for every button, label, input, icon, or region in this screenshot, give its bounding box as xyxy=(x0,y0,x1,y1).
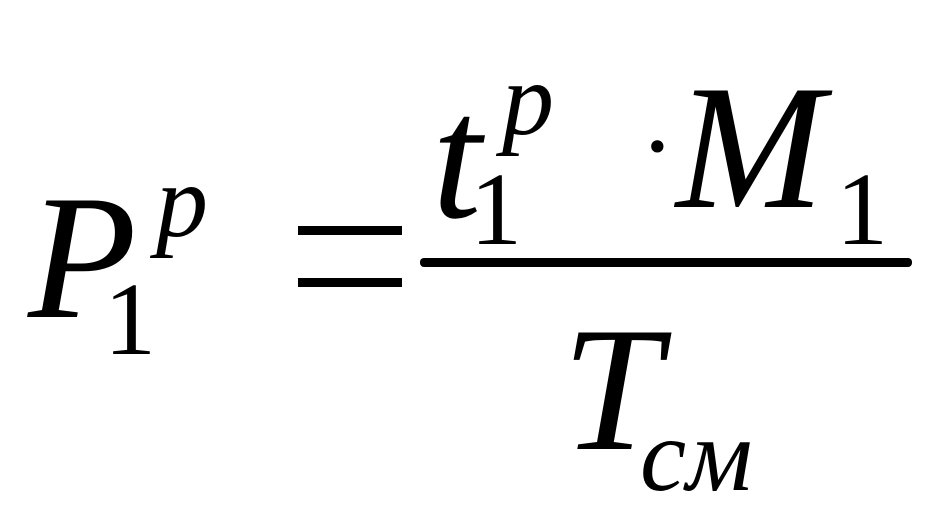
numerator-t-superscript: p xyxy=(502,42,554,157)
numerator-m-symbol: M xyxy=(676,48,825,246)
multiplication-dot: · xyxy=(640,89,675,204)
lhs-subscript: 1 xyxy=(104,262,156,377)
denominator-t-symbol: T xyxy=(562,290,661,488)
denominator-subscript: см xyxy=(640,398,753,513)
lhs-superscript: p xyxy=(156,144,208,259)
equals-sign-bottom-bar xyxy=(298,278,402,287)
lhs-base-symbol: P xyxy=(28,158,137,356)
numerator-m-subscript: 1 xyxy=(836,152,888,267)
equals-sign-top-bar xyxy=(298,226,402,235)
numerator-t-symbol: t xyxy=(432,58,482,256)
numerator-t-subscript: 1 xyxy=(470,152,522,267)
fraction-bar xyxy=(420,258,912,267)
